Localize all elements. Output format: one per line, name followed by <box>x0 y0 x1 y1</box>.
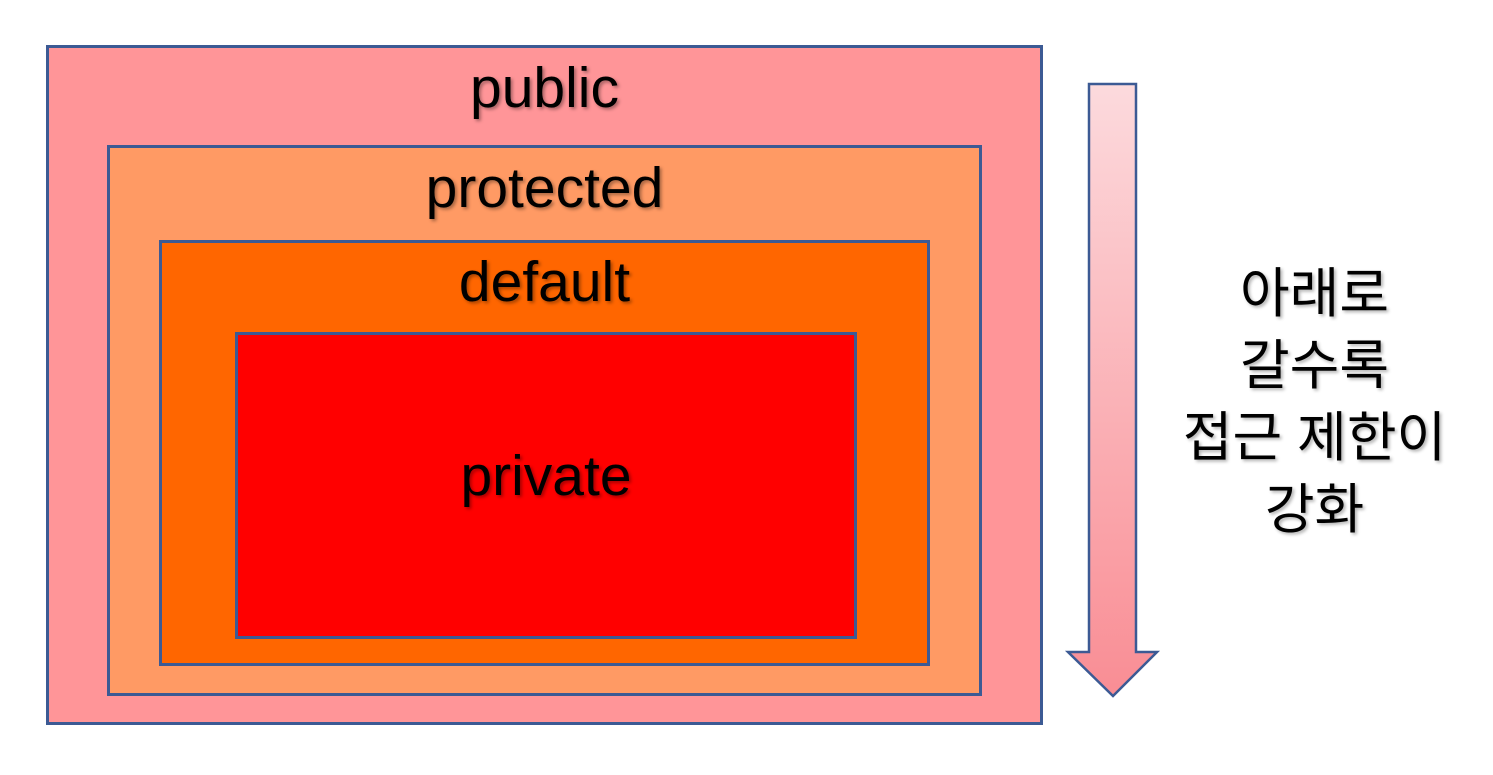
down-arrow-shape <box>1064 82 1161 698</box>
annotation-line-3: 접근 제한이 <box>1182 408 1447 468</box>
annotation-line-1: 아래로 <box>1239 264 1390 324</box>
down-arrow-icon <box>1064 82 1161 698</box>
annotation-text: 아래로 갈수록 접근 제한이 강화 <box>1136 258 1493 546</box>
layer-rect-private <box>235 332 857 639</box>
annotation-line-4: 강화 <box>1264 480 1365 540</box>
annotation-line-2: 갈수록 <box>1239 336 1390 396</box>
